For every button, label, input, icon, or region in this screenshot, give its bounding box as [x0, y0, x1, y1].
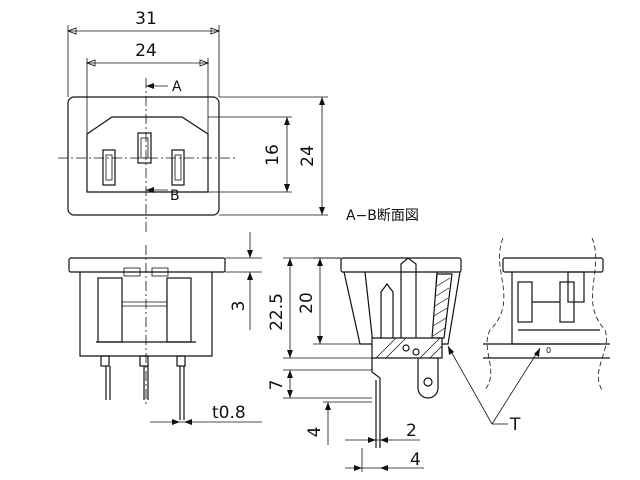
dim-2-label: 2: [406, 421, 417, 441]
dimension-pin-offset: 4: [305, 401, 372, 445]
dim-4-horizontal-label: 4: [410, 450, 421, 470]
side-slot-right: [166, 277, 192, 343]
section-pin-short: [380, 283, 394, 344]
dim-4-vertical-label: 4: [305, 427, 325, 438]
pin-center-inner: [140, 137, 149, 159]
section-hatched-wall: [431, 273, 453, 339]
dimension-width-inner: 24: [85, 41, 210, 134]
detail-flange: [502, 257, 604, 273]
pin-right: [171, 149, 185, 186]
front-view: [58, 78, 235, 235]
dim-3-label: 3: [229, 301, 249, 312]
callout-t-label: T: [509, 415, 521, 435]
pin-left-inner: [105, 154, 113, 181]
side-flange: [68, 257, 226, 273]
section-b-label: B: [170, 188, 180, 204]
dim-24-label: 24: [135, 41, 157, 61]
side-slot-left: [97, 277, 123, 343]
socket-body-outline: [86, 116, 209, 193]
dim-22-5-label: 22.5: [267, 293, 287, 331]
section-pin-tall: [400, 257, 417, 344]
flange-outline: [67, 96, 220, 216]
section-view: [340, 257, 462, 448]
panel-break-left: [484, 237, 505, 391]
dim-7-label: 7: [267, 380, 287, 391]
side-clip-left: [123, 267, 141, 277]
dimension-depth-total: 22.5: [267, 257, 372, 359]
pin-right-inner: [174, 154, 182, 181]
section-marker-b: B: [146, 187, 180, 204]
dim-24-vertical-label: 24: [298, 145, 318, 167]
dim-t08-label: t0.8: [212, 403, 246, 423]
dimension-flange-thickness: 3: [225, 232, 262, 330]
side-clip-right: [151, 267, 169, 277]
dim-20-label: 20: [297, 292, 317, 314]
dimension-height-outer: 24: [219, 96, 328, 216]
pin-left: [102, 149, 116, 186]
dimension-depth-body: 20: [297, 257, 360, 345]
panel-detail: 0: [483, 237, 610, 391]
dimension-pin-spacing: 4: [345, 448, 424, 472]
panel-break-right: [591, 237, 607, 391]
dimension-pin-thickness: t0.8: [150, 403, 262, 425]
pin-center: [137, 132, 152, 164]
section-marker-a: A: [146, 79, 182, 95]
panel-zero-label: 0: [546, 346, 551, 355]
solder-lug: [417, 358, 439, 399]
section-terminal: [371, 358, 381, 448]
dimension-pin-gap: 2: [345, 421, 420, 443]
dimension-pin-length: 7: [267, 369, 372, 399]
detail-body: [511, 272, 600, 345]
dim-16-label: 16: [263, 144, 283, 166]
dim-31-label: 31: [135, 9, 157, 29]
dimension-height-inner: 16: [208, 116, 292, 193]
section-a-label: A: [172, 79, 182, 95]
section-title: A−B断面図: [346, 208, 419, 224]
side-view: [68, 245, 226, 420]
dimension-width-outer: 31: [66, 9, 221, 97]
callout-t: T: [447, 345, 541, 435]
